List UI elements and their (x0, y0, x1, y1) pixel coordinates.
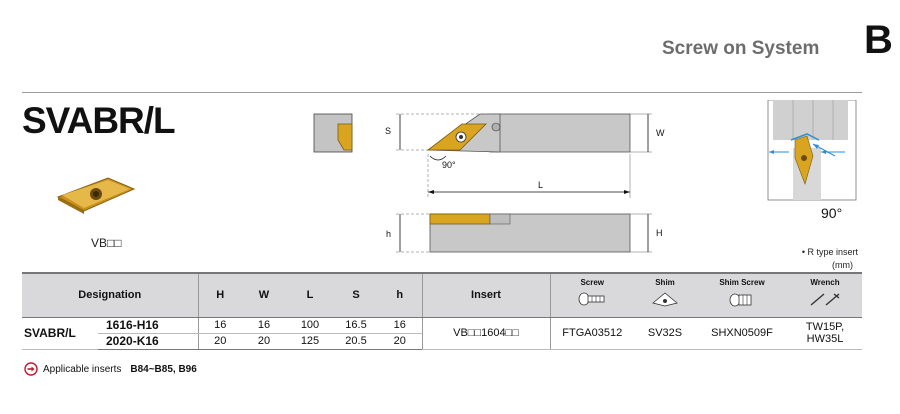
cell-screw: FTGA03512 (549, 317, 634, 350)
cell-S: 16.5 (334, 317, 378, 334)
col-screw: Screw (549, 272, 634, 318)
col-screw-label: Screw (580, 278, 605, 287)
col-designation: Designation (22, 272, 198, 318)
screw-icon (578, 292, 605, 306)
col-shim-screw-label: Shim Screw (719, 278, 765, 287)
cell-H: 20 (197, 333, 242, 350)
col-H: H (197, 272, 242, 318)
cell-shim: SV32S (634, 317, 696, 350)
col-insert: Insert (421, 272, 550, 318)
col-wrench-label: Wrench (810, 278, 840, 287)
col-wrench: Wrench (788, 272, 862, 318)
part-name: SVABR/L (22, 317, 98, 350)
col-W: W (242, 272, 286, 318)
dim-h-big-label: H (656, 228, 663, 238)
r-type-note: • R type insert (801, 247, 858, 257)
insert-code: VB□□ (91, 236, 122, 250)
cell-L: 100 (286, 317, 334, 334)
dim-h-small-label: h (386, 229, 391, 239)
header-divider (22, 92, 862, 93)
col-L: L (286, 272, 334, 318)
model-code: 1616-H16 (98, 317, 198, 334)
table-header-row: Designation H W L S h Insert Screw Shim (22, 272, 862, 318)
clamping-detail: 90° (767, 100, 857, 221)
cell-W: 20 (242, 333, 286, 350)
spec-table: Designation H W L S h Insert Screw Shim (22, 272, 862, 350)
table-row: 2020-K16 20 20 125 20.5 20 (22, 333, 862, 350)
detail-angle-label: 90° (821, 205, 842, 221)
col-h: h (378, 272, 422, 318)
unit-note: (mm) (832, 260, 853, 270)
shim-icon (652, 292, 678, 307)
dim-l-label: L (538, 180, 543, 190)
col-shim-label: Shim (655, 278, 675, 287)
product-title: SVABR/L (22, 100, 176, 141)
cell-H: 16 (197, 317, 242, 334)
applicable-inserts-label: Applicable inserts (43, 363, 122, 375)
dim-angle-label: 90° (442, 160, 456, 170)
dim-w-label: W (656, 128, 665, 138)
cell-insert: VB□□1604□□ (421, 317, 550, 350)
applicable-inserts-link[interactable]: B84~B85, B96 (130, 363, 197, 375)
cell-h: 16 (378, 317, 422, 334)
cell-W: 16 (242, 317, 286, 334)
col-S: S (334, 272, 378, 318)
cell-wrench: TW15P, HW35L (788, 317, 862, 350)
col-shim-screw: Shim Screw (696, 272, 788, 318)
holder-drawing: S W 90° L h H (313, 113, 665, 253)
insert-image (56, 177, 136, 214)
model-code: 2020-K16 (98, 333, 198, 350)
section-letter: B (864, 18, 893, 62)
shim-screw-icon (729, 293, 752, 307)
cell-shim-screw: SHXN0509F (696, 317, 788, 350)
wrench-icon (810, 293, 840, 306)
cell-L: 125 (286, 333, 334, 350)
col-shim: Shim (634, 272, 696, 318)
applicable-inserts: Applicable inserts B84~B85, B96 (24, 362, 197, 376)
table-row: SVABR/L 1616-H16 16 16 100 16.5 16 VB□□1… (22, 317, 862, 350)
cell-h: 20 (378, 333, 422, 350)
arrow-circle-icon (24, 362, 38, 376)
section-title: Screw on System (662, 38, 820, 59)
dim-s-label: S (385, 126, 391, 136)
cell-S: 20.5 (334, 333, 378, 350)
